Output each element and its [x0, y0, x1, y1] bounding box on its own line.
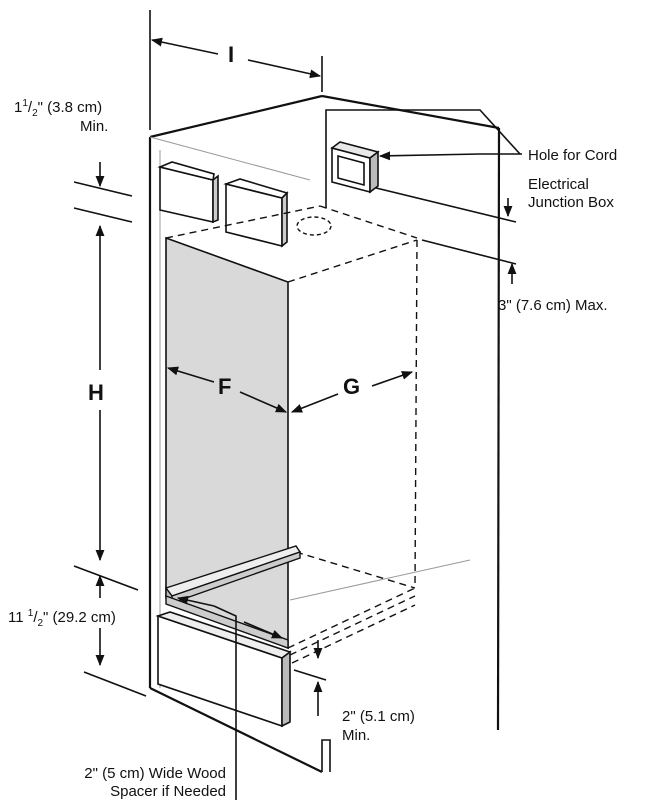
- spacer-leader: [176, 595, 284, 800]
- top-clearance-min: Min.: [80, 118, 109, 135]
- hole-for-cord-label: Hole for Cord: [528, 147, 618, 164]
- toe-kick-panel: [155, 611, 292, 728]
- bottom-height-label: 11 1/2" (29.2 cm): [8, 608, 116, 629]
- toe-clearance-label-1: 2" (5.1 cm): [342, 708, 415, 725]
- dim-top-clearance: [73, 162, 133, 223]
- top-left-panel: [157, 161, 219, 224]
- top-right-panel: [223, 178, 289, 248]
- junction-box-label-1: Electrical: [528, 176, 589, 193]
- top-max-label: 3" (7.6 cm) Max.: [498, 297, 608, 314]
- spacer-label-2: Spacer if Needed: [110, 783, 226, 800]
- dim-bottom-height: [83, 574, 147, 697]
- top-clearance-label: 11/2" (3.8 cm): [14, 98, 103, 119]
- dim-label-f: F: [218, 374, 232, 399]
- junction-box-label-2: Junction Box: [528, 194, 614, 211]
- cabinet-base-step: [321, 739, 331, 772]
- cabinet-inner-lines: [149, 136, 471, 688]
- dim-label-i: I: [228, 42, 235, 67]
- junction-box: [330, 141, 380, 194]
- cord-hole: [296, 216, 332, 236]
- dim-h: [73, 224, 139, 591]
- dim-toe-clearance: [293, 640, 327, 716]
- spacer-label-1: 2" (5 cm) Wide Wood: [84, 765, 226, 782]
- dim-label-g: G: [343, 374, 361, 399]
- dim-f-g: [166, 366, 414, 413]
- leaders-right: [325, 109, 522, 284]
- appliance-dashed-outline: [165, 205, 418, 664]
- dim-label-h: H: [88, 380, 104, 405]
- dim-i: [149, 10, 323, 130]
- wood-spacer: [164, 545, 302, 649]
- toe-clearance-label-2: Min.: [342, 727, 371, 744]
